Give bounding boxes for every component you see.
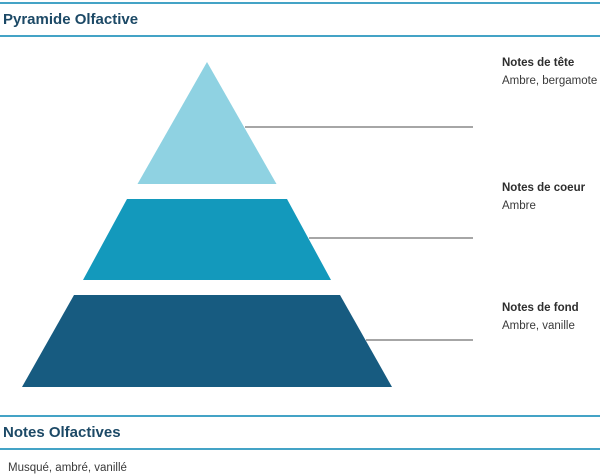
pyramide-section-title: Pyramide Olfactive xyxy=(3,11,139,28)
level-title-fond: Notes de fond xyxy=(502,302,579,314)
level-label-tete: Notes de tête Ambre, bergamote xyxy=(502,56,597,89)
olfactory-pyramid-diagram: Notes de tête Ambre, bergamote Notes de … xyxy=(0,37,600,415)
level-label-fond: Notes de fond Ambre, vanille xyxy=(502,301,579,334)
level-notes-fond: Ambre, vanille xyxy=(502,320,575,332)
pyramide-section-header: Pyramide Olfactive xyxy=(0,2,600,37)
notes-section-title: Notes Olfactives xyxy=(3,424,121,441)
pyramid-level-tete-shape xyxy=(137,62,277,184)
level-title-tete: Notes de tête xyxy=(502,57,575,69)
level-title-coeur: Notes de coeur xyxy=(502,182,586,194)
notes-section-header: Notes Olfactives xyxy=(0,415,600,450)
level-notes-tete: Ambre, bergamote xyxy=(502,75,598,87)
pyramid-level-fond-shape xyxy=(22,295,392,387)
level-label-coeur: Notes de coeur Ambre xyxy=(502,181,585,214)
pyramid-svg xyxy=(22,62,473,387)
pyramid-level-coeur-shape xyxy=(83,199,331,280)
notes-olfactives-text: Musqué, ambré, vanillé xyxy=(8,462,127,474)
level-notes-coeur: Ambre xyxy=(502,200,536,212)
